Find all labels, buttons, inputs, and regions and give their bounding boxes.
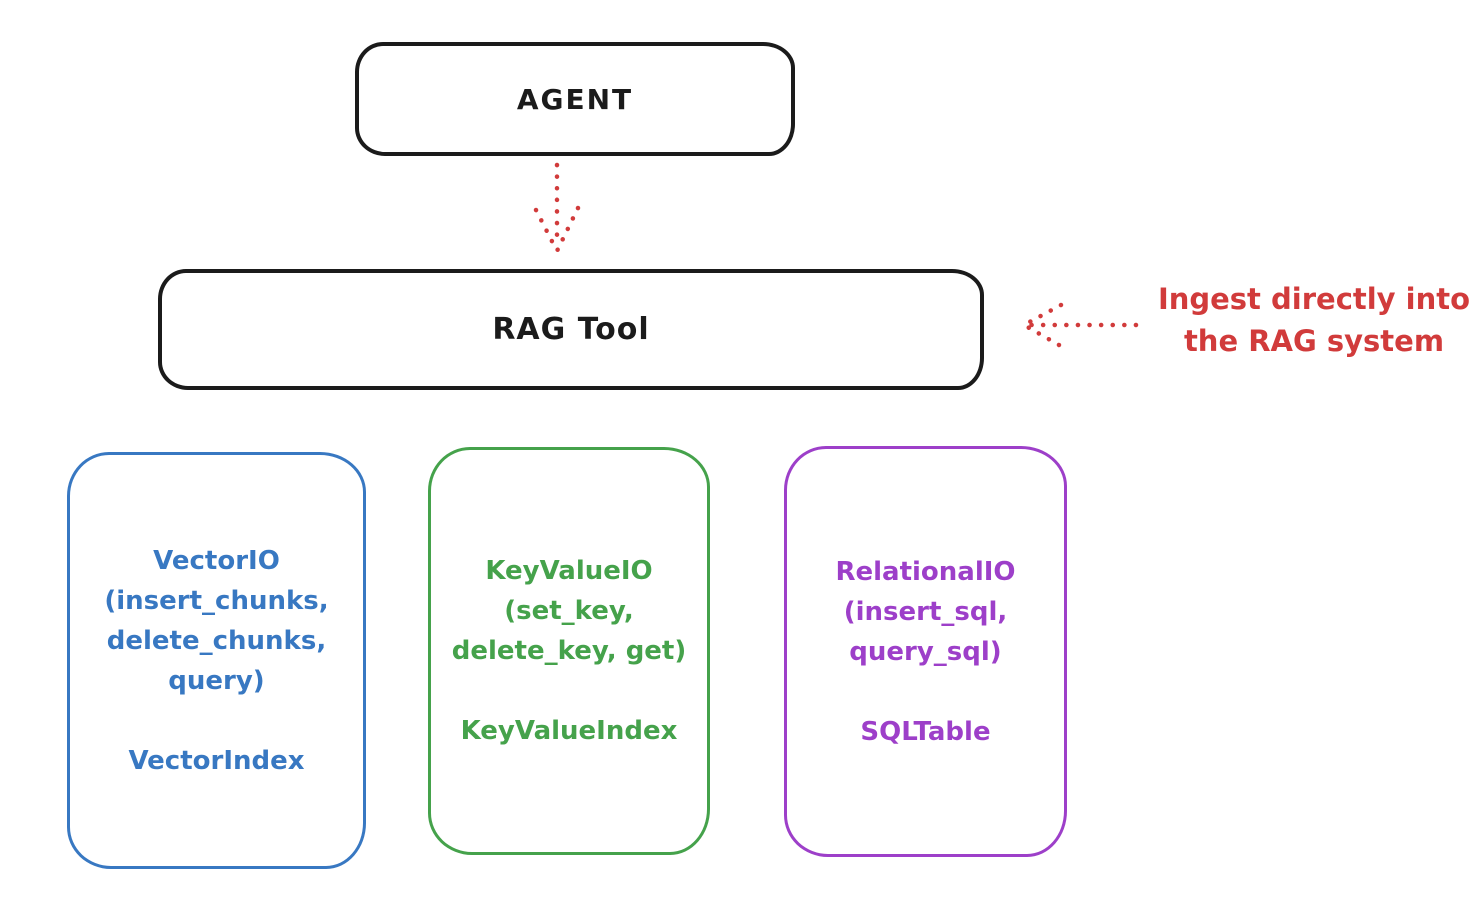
- vector-io-box: VectorIO (insert_chunks, delete_chunks, …: [67, 452, 366, 869]
- agent-box: AGENT: [355, 42, 795, 156]
- dotted-arrow-down-icon: [533, 162, 581, 254]
- relational-io-label: RelationalIO (insert_sql, query_sql): [835, 556, 1016, 667]
- rag-tool-box: RAG Tool: [158, 269, 984, 390]
- ingest-annotation: Ingest directly into the RAG system: [1157, 282, 1471, 359]
- keyvalue-index-label: KeyValueIndex: [460, 716, 678, 746]
- keyvalue-io-label: KeyValueIO (set_key, delete_key, get): [451, 556, 687, 666]
- agent-label: AGENT: [516, 82, 634, 116]
- rag-tool-label: RAG Tool: [492, 312, 650, 347]
- dotted-arrow-left-icon: [1021, 302, 1139, 348]
- sqltable-label: SQLTable: [860, 716, 991, 747]
- vector-index-label: VectorIndex: [128, 745, 305, 776]
- vector-io-label: VectorIO (insert_chunks, delete_chunks, …: [104, 545, 329, 696]
- keyvalue-io-box: KeyValueIO (set_key, delete_key, get) Ke…: [428, 447, 710, 855]
- relational-io-box: RelationalIO (insert_sql, query_sql) SQL…: [784, 446, 1067, 857]
